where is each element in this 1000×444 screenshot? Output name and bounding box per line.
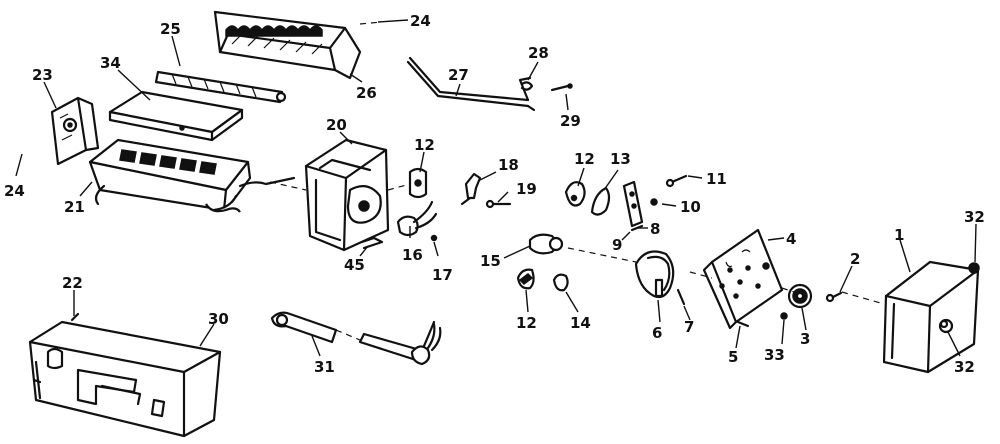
callout-15: 15 bbox=[480, 252, 501, 270]
callout-14: 14 bbox=[570, 314, 591, 332]
callout-45: 45 bbox=[344, 256, 365, 274]
callout-12-middle: 12 bbox=[574, 150, 595, 168]
callout-25: 25 bbox=[160, 20, 181, 38]
part-4-mounting-plate bbox=[702, 228, 784, 330]
callout-28: 28 bbox=[528, 44, 549, 62]
callout-9: 9 bbox=[612, 236, 622, 254]
part-10-screw bbox=[650, 198, 658, 206]
callout-34: 34 bbox=[100, 54, 121, 72]
part-32-screw-upper bbox=[968, 262, 980, 274]
callout-30: 30 bbox=[208, 310, 229, 328]
part-21-ice-mold bbox=[88, 138, 296, 213]
callout-16: 16 bbox=[402, 246, 423, 264]
part-19-screw bbox=[485, 199, 512, 209]
part-16-motor bbox=[396, 200, 438, 237]
callout-10: 10 bbox=[680, 198, 701, 216]
part-11-screw bbox=[665, 174, 688, 188]
callout-32-lower: 32 bbox=[954, 358, 975, 376]
callout-19: 19 bbox=[516, 180, 537, 198]
part-5-screw bbox=[736, 320, 750, 328]
callout-21: 21 bbox=[64, 198, 85, 216]
part-15-thermostat bbox=[528, 233, 564, 255]
part-7-pin bbox=[676, 288, 686, 306]
part-27-shutoff-arm bbox=[406, 56, 536, 112]
callout-31: 31 bbox=[314, 358, 335, 376]
part-30-front-cover bbox=[28, 320, 222, 438]
callout-1: 1 bbox=[894, 226, 904, 244]
callout-27: 27 bbox=[448, 66, 469, 84]
part-1-cover bbox=[882, 260, 980, 374]
callout-6: 6 bbox=[652, 324, 662, 342]
part-34-cover-plate bbox=[108, 90, 244, 142]
part-31-fill-tube bbox=[270, 311, 442, 366]
part-6-drive-motor bbox=[634, 250, 675, 299]
callout-20: 20 bbox=[326, 116, 347, 134]
part-29-screw bbox=[550, 83, 573, 92]
part-14-spacer bbox=[552, 273, 569, 292]
callout-24-left: 24 bbox=[4, 182, 25, 200]
part-12-switch-upper bbox=[408, 167, 428, 199]
callout-12-lower: 12 bbox=[516, 314, 537, 332]
callout-29: 29 bbox=[560, 112, 581, 130]
callout-32-upper: 32 bbox=[964, 208, 985, 226]
callout-12-upper: 12 bbox=[414, 136, 435, 154]
part-22-screw bbox=[70, 312, 80, 322]
callout-labels: 24 25 26 34 23 24 21 20 12 16 45 17 28 2… bbox=[4, 12, 985, 376]
leader-lines bbox=[15, 19, 977, 357]
callout-5: 5 bbox=[728, 348, 738, 366]
part-23-mounting-bracket bbox=[50, 96, 100, 166]
assembly-centerlines bbox=[269, 21, 885, 341]
callout-7: 7 bbox=[684, 318, 694, 336]
part-25-ejector-shaft bbox=[154, 70, 287, 104]
part-26-ejector-assembly bbox=[213, 10, 362, 80]
part-8-switch-bracket bbox=[622, 180, 644, 228]
callout-17: 17 bbox=[432, 266, 453, 284]
callout-11: 11 bbox=[706, 170, 727, 188]
callout-4: 4 bbox=[786, 230, 796, 248]
part-3-gear bbox=[787, 283, 813, 309]
callout-8: 8 bbox=[650, 220, 660, 238]
callout-2: 2 bbox=[850, 250, 860, 268]
callout-22: 22 bbox=[62, 274, 83, 292]
part-13-gear bbox=[590, 186, 611, 216]
part-2-screw bbox=[825, 291, 843, 303]
callout-23: 23 bbox=[32, 66, 53, 84]
callout-18: 18 bbox=[498, 156, 519, 174]
part-28-spring bbox=[520, 81, 534, 91]
part-33-screw bbox=[780, 312, 788, 320]
callout-3: 3 bbox=[800, 330, 810, 348]
part-20-housing bbox=[304, 138, 390, 252]
part-12-switch-lower bbox=[516, 268, 535, 290]
callout-13: 13 bbox=[610, 150, 631, 168]
part-17-pin bbox=[430, 234, 438, 242]
callout-33: 33 bbox=[764, 346, 785, 364]
part-12-cam bbox=[564, 181, 586, 207]
callout-26: 26 bbox=[356, 84, 377, 102]
callout-24-top: 24 bbox=[410, 12, 431, 30]
part-18-lever bbox=[460, 172, 482, 206]
part-32-screw-lower bbox=[939, 319, 949, 329]
